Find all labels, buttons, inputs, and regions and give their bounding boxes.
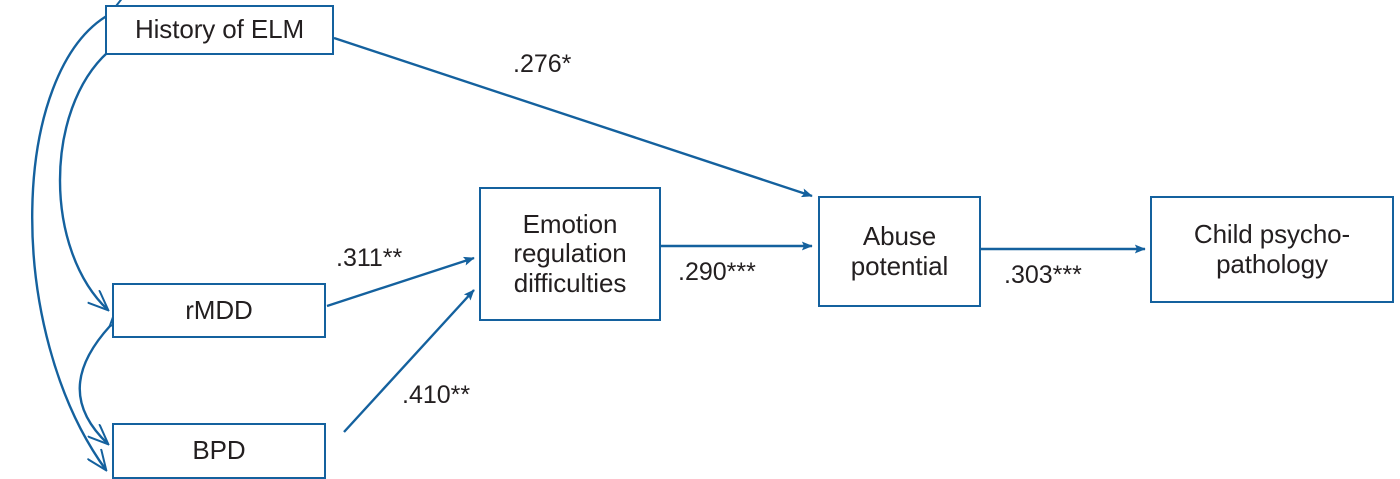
node-bpd[interactable]: BPD: [112, 423, 326, 479]
edge-rmdd-bpd: [78, 326, 110, 444]
edge-bpd-erd: [343, 289, 475, 433]
node-label: Abuse potential: [850, 220, 949, 281]
edge-elm-bpd: [31, 14, 110, 470]
node-emotion-regulation-difficulties[interactable]: Emotion regulation difficulties: [479, 187, 661, 321]
edge-rmdd-erd: [326, 256, 475, 308]
node-label: History of ELM: [134, 14, 305, 45]
node-label: BPD: [192, 435, 246, 466]
edge-label-abuse-cpsy: .303***: [1004, 261, 1082, 289]
edge-elm-abuse: [333, 36, 813, 198]
node-child-psychopathology[interactable]: Child psycho- pathology: [1150, 196, 1394, 303]
node-rmdd[interactable]: rMDD: [112, 283, 326, 338]
edge-elm-rmdd: [58, 52, 108, 310]
edge-label-elm-abuse: .276*: [513, 50, 572, 78]
node-abuse-potential[interactable]: Abuse potential: [818, 196, 981, 307]
edge-label-erd-abuse: .290***: [678, 258, 756, 286]
node-label: Child psycho- pathology: [1193, 218, 1351, 279]
node-history-of-elm[interactable]: History of ELM: [105, 5, 334, 55]
edge-label-rmdd-erd: .311**: [336, 244, 403, 272]
node-label: rMDD: [185, 294, 253, 325]
node-label: Emotion regulation difficulties: [513, 208, 627, 298]
edge-label-bpd-erd: .410**: [402, 381, 471, 409]
